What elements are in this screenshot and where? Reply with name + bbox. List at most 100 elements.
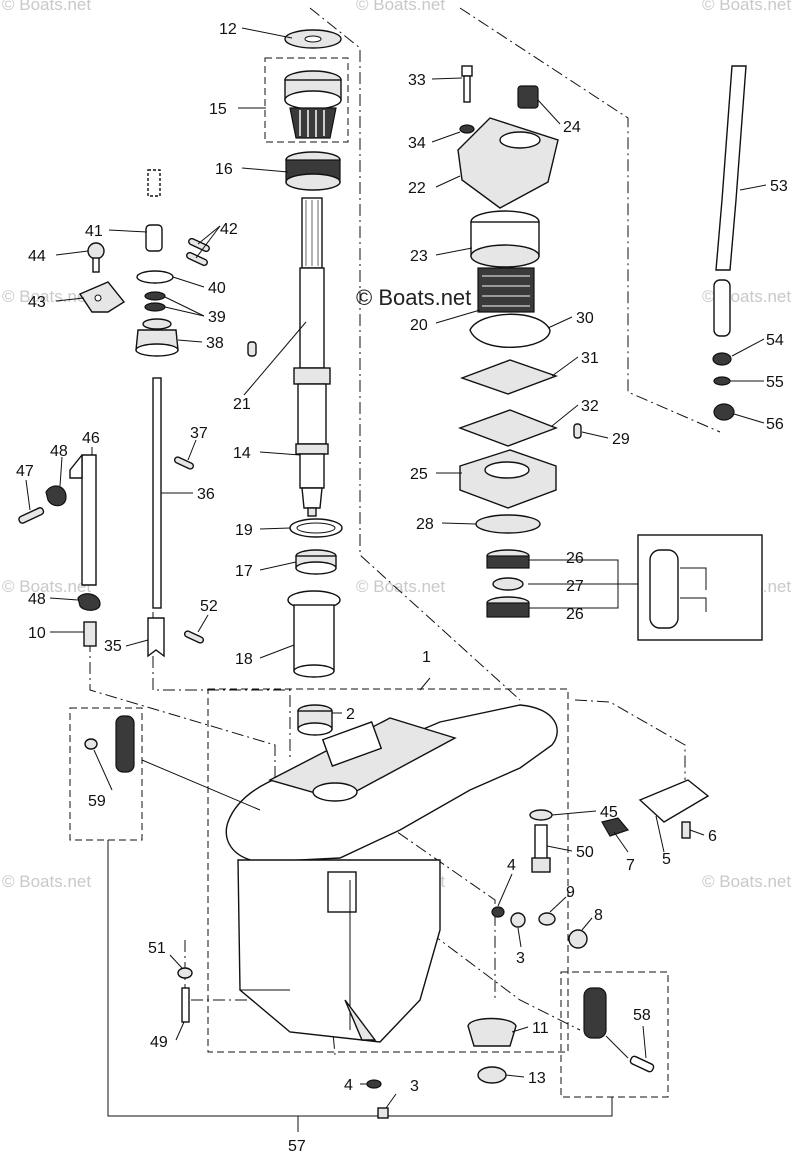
callout-58: 58: [633, 1007, 651, 1024]
lower-unit-hardware: [84, 715, 710, 1119]
part-36-shift-rod: [152, 377, 162, 609]
part-39-ring: [144, 302, 166, 312]
callout-39: 39: [208, 309, 226, 326]
part-21-key: [247, 341, 257, 357]
callout-30: 30: [576, 310, 594, 327]
callout-18: 18: [235, 651, 253, 668]
part-25-pump-base: [459, 449, 557, 509]
group-box-15: [264, 57, 349, 143]
part-42-pin: [186, 251, 208, 267]
callout-10: 10: [28, 625, 46, 642]
callout-48: 48: [50, 443, 68, 460]
part-26-bearing: [486, 596, 530, 618]
callout-9: 9: [566, 884, 575, 901]
shift-rod-assembly: [18, 169, 210, 658]
callout-36: 36: [197, 486, 215, 503]
part-14-drive-shaft: [293, 197, 331, 517]
callout-11: 11: [532, 1020, 549, 1037]
callout-16: 16: [215, 161, 233, 178]
group-box-59: [69, 707, 143, 841]
callout-56: 56: [766, 416, 784, 433]
group-box-1: [207, 688, 569, 1053]
watermark: © Boats.net: [2, 577, 91, 596]
part-56-grommet: [713, 403, 735, 421]
callout-49: 49: [150, 1034, 168, 1051]
part-49-bolt: [181, 987, 190, 1023]
callout-53: 53: [770, 178, 788, 195]
part-48-clip: [45, 485, 67, 507]
driveshaft-stack: [247, 29, 343, 736]
callout-55: 55: [766, 374, 784, 391]
callout-17: 17: [235, 563, 253, 580]
part-33-bolt: [461, 65, 473, 77]
callout-2: 2: [346, 706, 355, 723]
callout-14: 14: [233, 445, 251, 462]
part-59-anode: [115, 715, 135, 773]
part-53-water-tube: [715, 65, 747, 271]
part-40-oring: [136, 270, 174, 284]
callout-15: 15: [209, 101, 227, 118]
part-43-plate: [78, 281, 126, 313]
callout-26: 26: [566, 550, 584, 567]
callout-45: 45: [600, 804, 618, 821]
callout-labels: 12 15 16 41 42 44 40 43 39 38 21 37 46 4…: [16, 21, 788, 1155]
callout-4b: 4: [344, 1077, 353, 1094]
watermark: © Boats.net: [702, 0, 791, 14]
callout-54: 54: [766, 332, 784, 349]
callout-8: 8: [594, 907, 603, 924]
callout-3: 3: [516, 950, 525, 967]
group-box-58: [560, 971, 669, 1098]
callout-32: 32: [581, 398, 599, 415]
part-1-lower-housing: [225, 704, 558, 1043]
part-42-pin: [188, 237, 210, 253]
callout-52: 52: [200, 598, 218, 615]
part-10-fitting: [83, 621, 97, 647]
part-48-clip: [77, 593, 101, 611]
part-23-insert-cup: [470, 210, 540, 268]
callout-48b: 48: [28, 591, 46, 608]
callout-38: 38: [206, 335, 224, 352]
part-46-shift-cam: [81, 454, 97, 586]
water-pump-assembly: [457, 65, 707, 629]
part-26-bearing: [486, 549, 530, 569]
watermark: © Boats.net: [356, 0, 445, 14]
part-58-anode: [583, 987, 607, 1039]
callout-1: 1: [422, 649, 431, 666]
callout-33: 33: [408, 72, 426, 89]
part-28-seal: [475, 514, 541, 534]
callout-26b: 26: [566, 606, 584, 623]
part-41-connector: [145, 224, 163, 252]
callout-46: 46: [82, 430, 100, 447]
callout-6: 6: [708, 828, 717, 845]
callout-19: 19: [235, 522, 253, 539]
part-17-seal: [295, 549, 337, 575]
callout-59: 59: [88, 793, 106, 810]
watermark: © Boats.net: [2, 0, 91, 14]
callout-43: 43: [28, 294, 46, 311]
callout-25: 25: [410, 466, 428, 483]
part-32-gasket: [457, 409, 558, 447]
callout-42: 42: [220, 221, 238, 238]
leader-lines: [25, 27, 767, 1109]
part-50-bolt: [534, 824, 548, 860]
callout-4: 4: [507, 857, 516, 874]
callout-5: 5: [662, 851, 671, 868]
part-4-washer: [491, 906, 505, 918]
callout-23: 23: [410, 248, 428, 265]
part-15-pinion-gear: [284, 70, 342, 139]
part-35-connector: [147, 617, 165, 658]
callout-34: 34: [408, 135, 426, 152]
part-3-screw: [510, 912, 526, 928]
callout-50: 50: [576, 844, 594, 861]
part-4-washer: [366, 1079, 382, 1089]
part-47-screw: [18, 507, 45, 524]
watermark-main: © Boats.net: [356, 285, 471, 310]
part-7-clip: [601, 817, 630, 837]
part-16-bearing: [285, 151, 341, 191]
part-52-pin: [183, 630, 205, 644]
water-tube-assembly: [712, 65, 747, 421]
callout-12: 12: [219, 21, 237, 38]
part-18-sleeve: [287, 590, 341, 678]
watermark: © Boats.net: [2, 872, 91, 891]
part-51-washer: [177, 967, 193, 979]
